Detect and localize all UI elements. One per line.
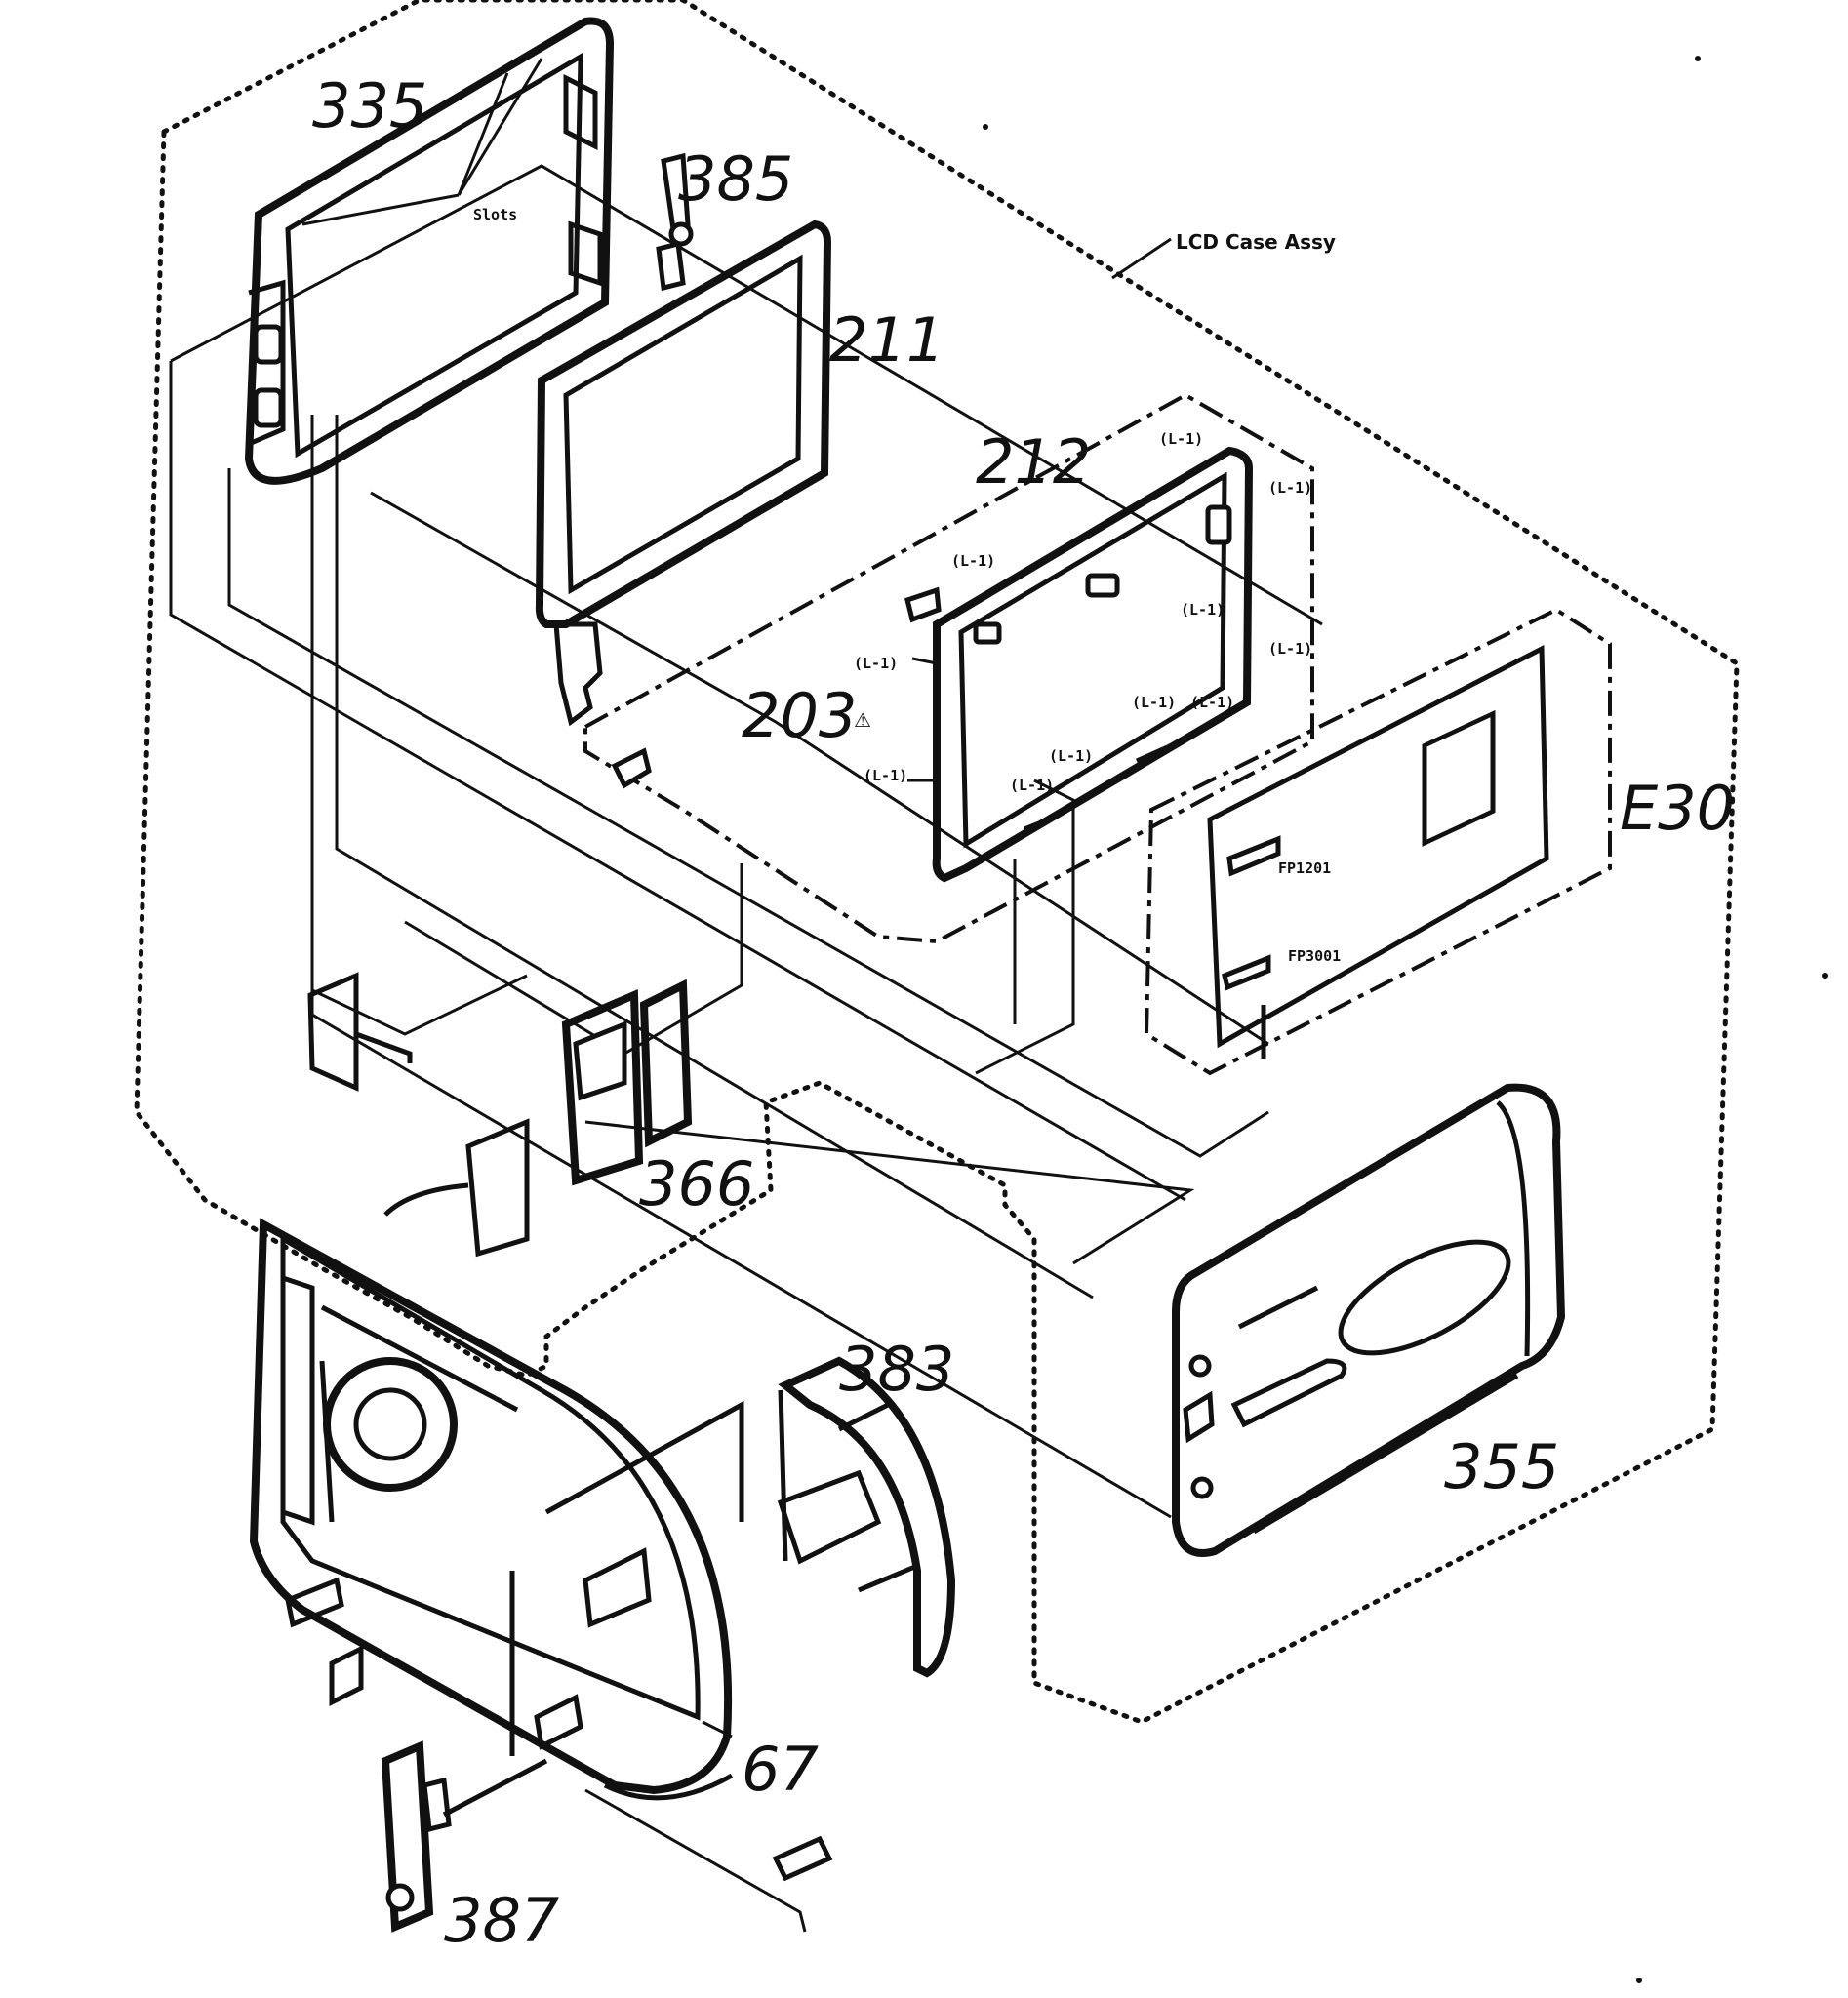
screw-label-11: (L-1) bbox=[864, 767, 907, 784]
camcorder-main-body bbox=[249, 1218, 744, 1801]
label-lcd-case-assy: LCD Case Assy bbox=[1176, 230, 1336, 254]
small-tab-left bbox=[329, 1644, 364, 1707]
label-355: 355 bbox=[1444, 1431, 1559, 1502]
part-335-lcd-frame bbox=[244, 17, 615, 485]
part-385-bracket bbox=[656, 152, 694, 292]
fp1201-label: FP1201 bbox=[1278, 859, 1331, 877]
lcd-case-assy-leader bbox=[1111, 237, 1172, 280]
label-E30: E30 bbox=[1620, 773, 1735, 844]
speaker-grille bbox=[323, 1357, 458, 1492]
screw-label-1: (L-1) bbox=[1159, 430, 1203, 448]
label-335: 335 bbox=[312, 70, 427, 141]
cable-tab-left bbox=[307, 972, 413, 1092]
label-67: 67 bbox=[742, 1734, 819, 1805]
part-355-lcd-rear-cover bbox=[1172, 1083, 1566, 1557]
part-383-side-cover bbox=[777, 1356, 956, 1678]
part-203-connector bbox=[611, 586, 942, 789]
speck-2 bbox=[983, 124, 988, 130]
lcd-case-assy-boundary bbox=[134, 0, 1740, 1725]
speck-4 bbox=[1636, 1978, 1642, 1983]
speck-1 bbox=[1695, 56, 1701, 61]
label-387: 387 bbox=[444, 1885, 559, 1956]
part-E30-dashed-outline bbox=[1144, 607, 1612, 1076]
part-67-leader bbox=[702, 1720, 733, 1738]
screw-label-10: (L-1) bbox=[1010, 777, 1054, 794]
label-211: 211 bbox=[829, 304, 944, 376]
fp3001-label: FP3001 bbox=[1288, 947, 1341, 965]
part-366-hinge bbox=[383, 979, 693, 1258]
screw-label-9: (L-1) bbox=[1049, 747, 1093, 765]
label-203-warning-mark: ⚠ bbox=[854, 708, 871, 732]
screw-label-7: (L-1) bbox=[1132, 694, 1176, 711]
screw-label-4: (L-1) bbox=[1181, 601, 1225, 619]
small-part-guide bbox=[584, 1788, 807, 1933]
label-383: 383 bbox=[839, 1334, 954, 1405]
screw-label-8: (L-1) bbox=[1190, 694, 1234, 711]
slots-callout: Slots bbox=[473, 206, 517, 223]
screw-label-3: (L-1) bbox=[951, 552, 995, 570]
screw-label-2: (L-1) bbox=[1268, 479, 1312, 497]
speck-3 bbox=[1822, 973, 1828, 979]
rear-cover-logo-oval bbox=[1338, 1239, 1511, 1356]
part-203-dashed-outline bbox=[583, 392, 1314, 944]
part-211-lcd-glass bbox=[535, 220, 832, 727]
part-212-lcd-panel bbox=[907, 446, 1254, 883]
label-366: 366 bbox=[639, 1148, 754, 1219]
assembly-guide-lines bbox=[169, 164, 1323, 1519]
small-tab-right bbox=[772, 1835, 833, 1882]
label-385: 385 bbox=[678, 143, 793, 215]
part-E30-pcb bbox=[1207, 644, 1549, 1059]
part-387-latch bbox=[381, 1740, 548, 1933]
screw-label-6: (L-1) bbox=[854, 655, 898, 672]
screw-label-5: (L-1) bbox=[1268, 640, 1312, 658]
label-203: 203 bbox=[742, 680, 857, 751]
label-212: 212 bbox=[976, 426, 1091, 498]
